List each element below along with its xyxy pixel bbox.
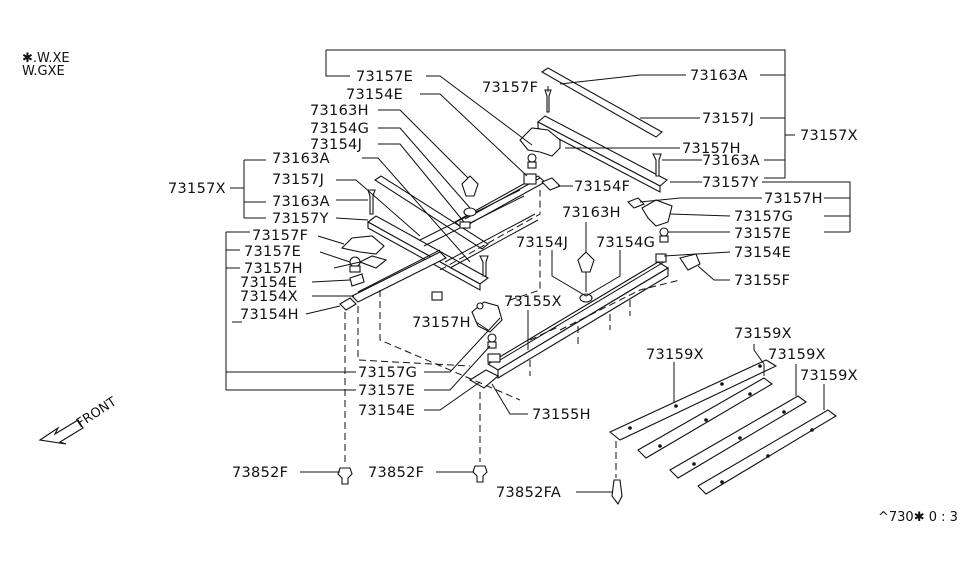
- label-73155F: 73155F: [734, 273, 790, 289]
- label-73157F-top: 73157F: [482, 80, 538, 96]
- label-73163A-left1: 73163A: [272, 151, 330, 167]
- label-73157G-right: 73157G: [734, 209, 793, 225]
- label-73157H-mid: 73157H: [412, 315, 471, 331]
- clip-part: [523, 173, 537, 185]
- runner-strip-1: [608, 359, 778, 441]
- label-73157Y-left: 73157Y: [272, 211, 329, 227]
- label-73155H: 73155H: [532, 407, 591, 423]
- label-73157J-left: 73157J: [272, 172, 324, 188]
- label-73157X-right: 73157X: [800, 128, 858, 144]
- label-73157E-right: 73157E: [734, 226, 791, 242]
- label-73852F-1: 73852F: [232, 465, 288, 481]
- runner-strip-2: [637, 377, 773, 459]
- label-73157E-left: 73157E: [244, 244, 301, 260]
- label-73163A-right1: 73163A: [690, 68, 748, 84]
- runner-strip-3: [669, 395, 807, 479]
- label-73157J-right: 73157J: [702, 111, 754, 127]
- label-73163A-left2: 73163A: [272, 194, 330, 210]
- label-73159X-2: 73159X: [646, 347, 704, 363]
- label-73157H-left: 73157H: [244, 261, 303, 277]
- variant-note-line1: ✱.W.XE: [22, 51, 70, 66]
- label-73157E-top: 73157E: [356, 69, 413, 85]
- label-73157F-left: 73157F: [252, 228, 308, 244]
- label-73159X-3: 73159X: [768, 347, 826, 363]
- middle-rail-assembly: [339, 175, 539, 349]
- label-73154J-right: 73154J: [516, 235, 568, 251]
- label-73154H-left: 73154H: [240, 307, 299, 323]
- label-73154J-left: 73154J: [310, 137, 362, 153]
- label-73154G-left: 73154G: [310, 121, 369, 137]
- variant-note-line2: W.GXE: [22, 64, 65, 79]
- label-73155X: 73155X: [504, 294, 562, 310]
- label-73154X-left: 73154X: [240, 289, 298, 305]
- label-73159X-1: 73159X: [734, 326, 792, 342]
- push-clip-fa: [611, 479, 623, 506]
- callout-labels: 73157E 73154E 73157F 73163H 73154G 73154…: [168, 68, 958, 525]
- label-73157Y-right: 73157Y: [702, 175, 759, 191]
- label-73154F: 73154F: [574, 179, 630, 195]
- lower-side-rail: [468, 197, 701, 389]
- label-73852F-2: 73852F: [368, 465, 424, 481]
- leader-lines: [225, 49, 851, 493]
- front-label: FRONT: [74, 395, 119, 432]
- label-73157G-left: 73157G: [358, 365, 417, 381]
- label-73154E-top: 73154E: [346, 87, 403, 103]
- label-73157H-right1: 73157H: [682, 141, 741, 157]
- label-73157E-left2: 73157E: [358, 383, 415, 399]
- push-clip-mid: [472, 465, 488, 483]
- push-clip-left: [337, 467, 353, 485]
- label-73154E-left: 73154E: [240, 275, 297, 291]
- front-arrow-icon: [38, 419, 84, 445]
- diagram-code: ^730✱ 0 : 3: [878, 510, 958, 525]
- hidden-lines: [344, 190, 681, 478]
- label-73154G-right: 73154G: [596, 235, 655, 251]
- runner-strip-4: [697, 409, 837, 495]
- label-73852FA: 73852FA: [496, 485, 561, 501]
- label-73163H-right: 73163H: [562, 205, 621, 221]
- label-73159X-4: 73159X: [800, 368, 858, 384]
- label-73163H-left: 73163H: [310, 103, 369, 119]
- label-73154E-left2: 73154E: [358, 403, 415, 419]
- label-73157X-left: 73157X: [168, 181, 226, 197]
- label-73154E-right: 73154E: [734, 245, 791, 261]
- label-73157H-right2: 73157H: [764, 191, 823, 207]
- upper-rail-assembly: [454, 67, 668, 229]
- label-73163A-right2: 73163A: [702, 153, 760, 169]
